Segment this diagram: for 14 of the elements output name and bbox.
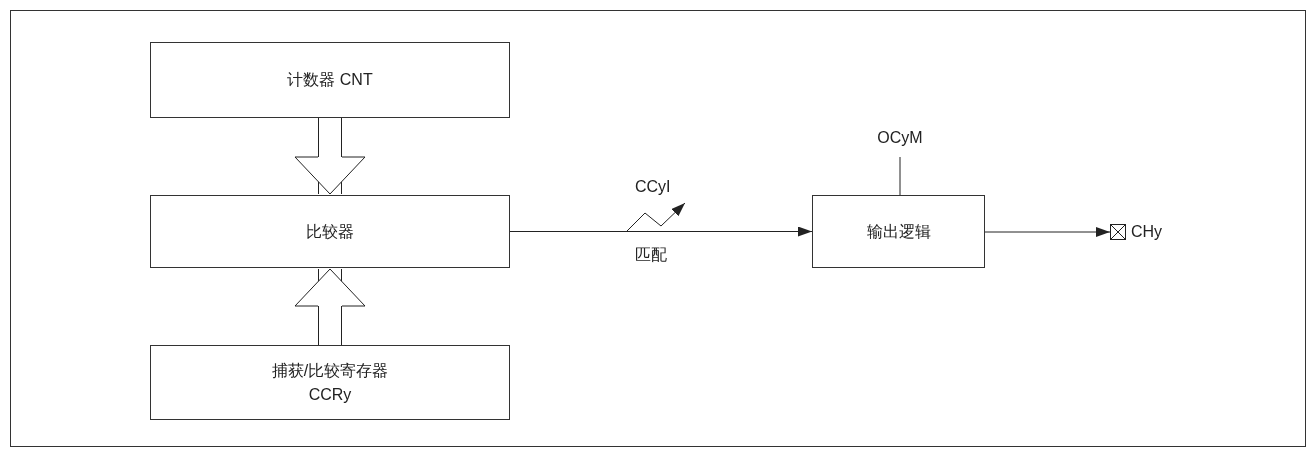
block-arrow — [294, 118, 366, 195]
edge-label: 匹配 — [635, 244, 667, 265]
signal-label: CCyI — [635, 177, 671, 197]
signal-label: OCyM — [868, 126, 932, 150]
pin-symbol — [1110, 224, 1126, 240]
comparator-box: 比较器 — [150, 195, 510, 268]
pin-label: CHy — [1131, 222, 1163, 242]
register-box: 捕获/比较寄存器 CCRy — [150, 345, 510, 420]
counter-box: 计数器 CNT — [150, 42, 510, 118]
block-arrow — [294, 268, 366, 345]
connector-line — [899, 156, 901, 196]
arrow — [509, 226, 813, 237]
arrow — [984, 227, 1111, 237]
output-logic-box: 输出逻辑 — [812, 195, 985, 268]
